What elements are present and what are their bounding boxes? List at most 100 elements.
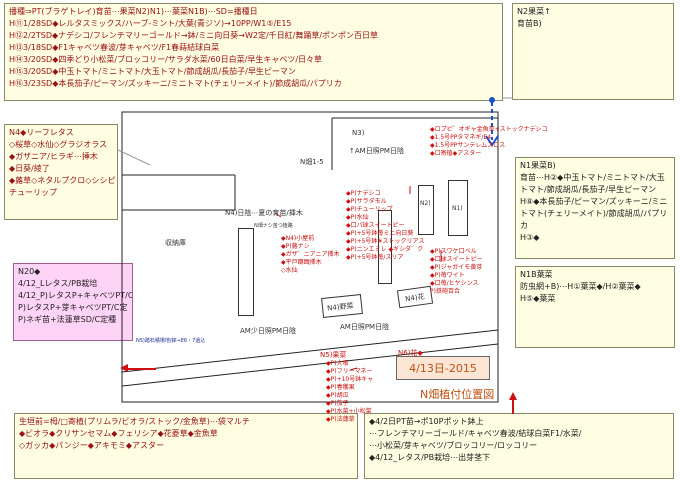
list-item: ◇水仙 [281,267,298,274]
note-line: N20◆ [18,267,41,276]
road-line [121,343,499,387]
note-line: H⑪1/28SD◆レルタスミックス/ハーブ-ミント/大葉(青ジソ)→10PP/W… [9,19,292,28]
note-line: ◆蕗草◇ネタルプクロ◇シシピ [9,176,116,185]
note-line: 育苗⋯H②◆中玉トマト/ミニトマト/大玉トマト/節成胡瓜/長茄子/早生ピーマン [520,173,665,194]
note-line: ◆4/12_レタス/PB栽培⋯出芽茎下 [369,453,491,462]
label-am-shade: AM少日照PM日陰 [240,327,297,335]
red-list-c: ◆N4)小屋前 ◆P)蕗ナシ ◆ガザ゛ニアニア挿木 ◆平戸躑躅挿木 ◇水仙 [281,235,340,275]
connector [117,149,151,166]
label-n3-sun: ↑AM日照PM日陰 [349,147,404,155]
note-line: P)ネギ苗+法蓮草SD/C定種 [18,315,117,324]
note-line: H⑭3/20SD◆四季どり小松菜/ブロッコリー/サラダ水菜/60日白菜/早生キャ… [9,55,323,64]
note-line: H⑬3/18SD◆F1キャベツ春波/芽キャベツ/F1春蒔結球白菜 [9,43,220,52]
note-line: ⋯小松菜/芽キャベツ/ブロッコリー/ロッコリー [369,441,538,450]
note-line: 播種⇒PT(ブラゲトレイ)育苗⋯果菜N2)N1)⋯葉菜N1B)⋯SD=播種日 [9,7,258,16]
red-list-d: ◆P)スワケ口ベル ◆口球スイートピー ◆P)ジャガイモ黄芽 ◆P)苺ワイト ◆… [430,248,483,296]
plot-outline [121,111,499,403]
red-arrow [274,212,282,218]
red-list-e: ◆P)大根 ◆P)フリーマネー ◆P)+10号鉢キャ ◆P)春穫果 ◆P)胡瓜 … [326,360,373,424]
box-n1: N1) [448,180,468,236]
red-list-b: ◆P)ナデシコ ◆P)サラダモル ◆P)チューリップ ◆P)水仙 ◆口パ球スイー… [346,190,424,262]
label-n6: N6)花◆ [398,349,423,357]
note-line: ◇桜草◇水仙◇グラジオラス [9,140,108,149]
list-item: ◆P)フリーマネー [326,368,373,375]
note-top-main: 播種⇒PT(ブラゲトレイ)育苗⋯果菜N2)N1)⋯葉菜N1B)⋯SD=播種日 H… [4,3,503,101]
list-item: ◆P)水仙 [346,214,369,221]
list-item: ◆P)スワケ口ベル [430,248,477,255]
box-label: N2) [420,200,431,207]
list-item: ◆P)蕗ナシ [281,243,310,250]
list-item: ◆N4)小屋前 [281,235,315,242]
list-item: ◆P)チューリップ [346,206,393,213]
box-n4-veg: N4)野菜 [321,293,363,319]
list-item: ◆P)法蓮草 [326,416,355,423]
box-label: N1) [452,205,463,212]
list-item: ◆P)サラダモル [346,198,387,205]
list-item: ◆平戸躑躅挿木 [281,259,322,266]
list-item: ◆口苺/ヒヤシンス [430,280,479,287]
note-line: H⑤◆葉菜 [520,294,556,303]
note-line: 防虫網+B)⋯H①葉菜◆/H②葉菜◆ [520,282,641,291]
note-n4: N4◆リーフレタス ◇桜草◇水仙◇グラジオラス ◆ガザニア/ヒラギ⋯挿木 ◆日葵… [4,124,118,220]
list-item: ◆P)+5号鉢苺ミニ向日葵 [346,230,414,237]
note-line: H⑯3/23SD◆本長茄子/ピーマン/ズッキーニ/ミニトマト(チェリーメイト)/… [9,79,342,88]
note-bottom-left: 生垣前=栂/□寄植(プリムラ/ビオラ/ストック/金魚草)⋯袋マルチ ◆ビオラ◆ク… [14,413,358,479]
box-bed-left [238,228,254,316]
list-item: ◆1.5号PPサンテレムスロス [430,142,506,149]
note-line: 生垣前=栂/□寄植(プリムラ/ビオラ/ストック/金魚草)⋯袋マルチ [19,417,250,426]
label-n4-sub: N畑ナシ苗つ植路 [254,223,293,229]
box-label: N4)野菜 [326,301,354,313]
label-n5: N5)果菜 [320,351,347,359]
label-n4-center: N4)日陰⋯夏の育苗/挿木 [225,209,303,217]
list-item: ◆ガザ゛ニアニア挿木 [281,251,340,258]
label-n1-5: N畑1-5 [300,158,324,166]
list-item: ◆P)春穫果 [326,384,355,391]
note-line: N4◆リーフレタス [9,128,74,137]
note-n20: N20◆ 4/12_Lレタス/PB栽培 4/12_P)レタスP+キャベツPT/C… [13,263,133,341]
note-bottom-right: ◆4/2日PT苗→ポ10Pポット鉢上 ⋯フレンチマリーゴールド/キャベツ春波/結… [364,413,674,479]
label-stepping: N5)踏石積場地/鉢⇒E6・7還込 [136,338,206,344]
note-n1: N1果菜B) 育苗⋯H②◆中玉トマト/ミニトマト/大玉トマト/節成胡瓜/長茄子/… [515,157,675,259]
note-line: N1B葉菜 [520,270,553,279]
list-item: P)鉄砲百合 [430,288,460,295]
note-line: ◆ビオラ◆クリサンセマム◆フェリシア◆花菱草◆金魚草 [19,429,218,438]
list-item: ◆口球スイートピー [430,256,483,263]
box-bed-right [378,210,392,284]
list-item: ◆P)水菜+小松菜 [326,408,372,415]
arrow-head [120,364,128,372]
note-line: ◆ガザニア/ヒラギ⋯挿木 [9,152,98,161]
note-line: 4/12_Lレタス/PB栽培 [18,279,98,288]
list-item: ◆P)胡瓜 [326,392,349,399]
list-item: ◆P)+10号鉢キャ [326,376,374,383]
red-list-a: ◆ロプビ゛オギャ金魚草+ストックナデシコ ◆1.5号PPタマネギ/E4 ◆1.5… [430,126,548,158]
arrow-up-line [512,396,514,414]
box-n2: N2) [418,185,434,235]
note-line: N1果菜B) [520,161,556,170]
note-line: H③◆ [520,233,540,242]
arrow-left-to-n20 [126,368,156,370]
list-item: ◆口寄植◆アスター [430,150,482,157]
list-item: ◆P)ジャガイモ黄芽 [430,264,483,271]
list-item: ◆P)茄子 [326,400,349,407]
arrow-head [509,392,517,400]
note-line: ◇ガッカ◆パンジー◆アキモミ◆アスター [19,441,165,450]
road-line [121,329,499,373]
blue-dot [489,97,495,103]
blue-arrow-head [485,135,499,147]
list-item: ◆P)大根 [326,360,349,367]
list-item: ◆P)+5号鉢苺/スリア [346,254,404,261]
note-n2: N2果菜↑ 育苗B) [512,3,674,100]
note-line: H⑮3/20SD◆中玉トマト/ミニトマト/大玉トマト/節成胡瓜/長茄子/早生ピー… [9,67,296,76]
list-item: ◆1.5号PPタマネギ/E4 [430,134,492,141]
note-line: P)レタスP+芽キャベツPT/C定 [18,303,128,312]
note-line: チューリップ [9,188,57,197]
map-title: N畑植付位置図 [420,388,495,401]
label-storage: 収納庫 [165,239,186,247]
note-line: 4/12_P)レタスP+キャベツPT/C定 [18,291,133,300]
note-line: ◆4/2日PT苗→ポ10Pポット鉢上 [369,417,484,426]
note-n1b: N1B葉菜 防虫網+B)⋯H①葉菜◆/H②葉菜◆ H⑤◆葉菜 [515,266,675,348]
list-item: ◆口パ球スイートピー [346,222,405,229]
list-item: ◆ロプビ゛オギャ金魚草+ストックナデシコ [430,126,548,133]
box-label: N4)花 [404,292,426,304]
note-line: 育苗B) [517,19,542,28]
